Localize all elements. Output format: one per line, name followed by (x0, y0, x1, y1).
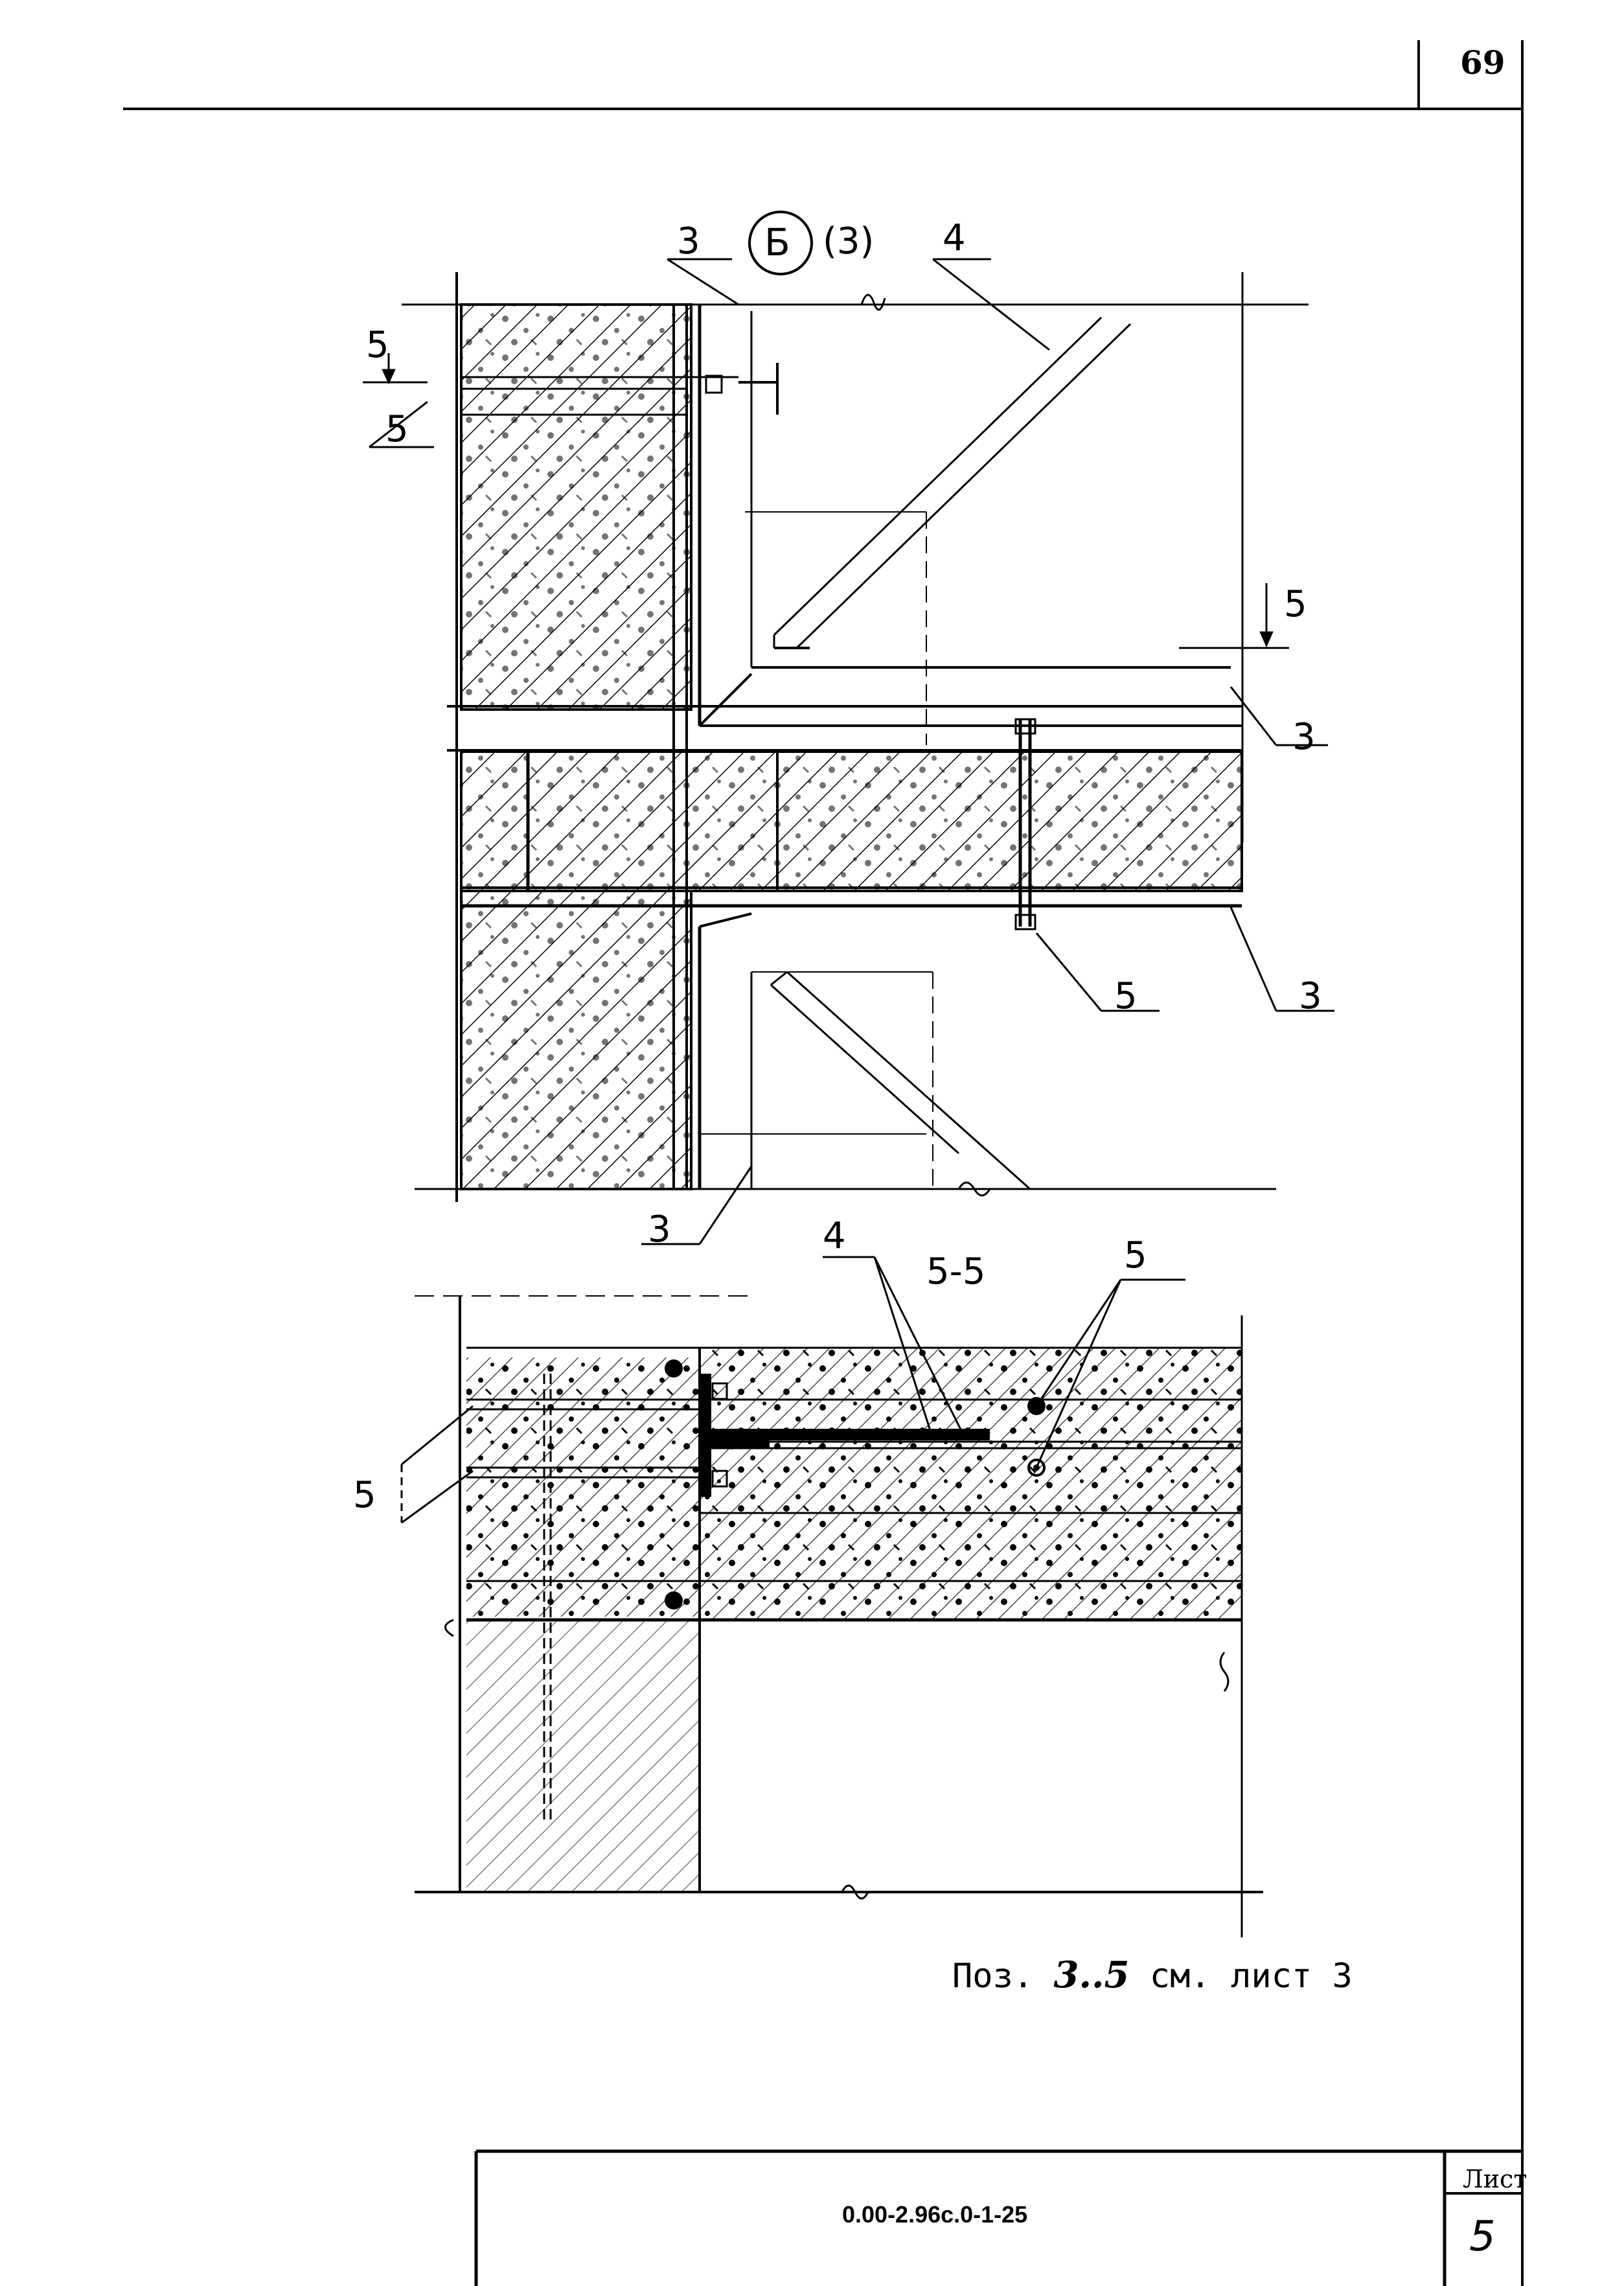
section-mark-right: 5 (1284, 583, 1307, 625)
note-suffix: см. лист 3 (1149, 1957, 1353, 1996)
node-ref: (3) (823, 220, 875, 262)
upper-left-wall-concrete (461, 305, 691, 710)
label-item-3-top: 3 (677, 220, 700, 262)
label-item-3-bottom: 3 (648, 1208, 671, 1251)
section-5-5 (400, 1256, 1263, 1937)
note-prefix: Поз. (952, 1957, 1034, 1996)
label-item-3-right-lower: 3 (1299, 975, 1322, 1017)
page-number: 69 (1460, 43, 1505, 82)
steel-angle (711, 1429, 990, 1440)
label-item-5-middle: 5 (1114, 975, 1138, 1017)
label-item-5-section-left: 5 (353, 1474, 376, 1516)
label-item-4-top: 4 (943, 217, 966, 259)
document-code: 0.00-2.96с.0-1-25 (842, 2201, 1028, 2228)
section-title: 5-5 (926, 1251, 986, 1293)
label-item-3-right-upper: 3 (1292, 716, 1316, 758)
section-mark-left: 5 (366, 324, 389, 366)
anchor-plate (698, 1374, 711, 1497)
sheet-number: 5 (1469, 2213, 1496, 2261)
note-items: 3..5 (1053, 1954, 1130, 1996)
label-item-5-section: 5 (1124, 1234, 1147, 1276)
note-text: Поз. 3..5 см. лист 3 (952, 1957, 1353, 1993)
sheet-frame (123, 40, 1524, 2286)
label-item-4-section: 4 (823, 1215, 846, 1257)
middle-beam-concrete (461, 752, 1242, 891)
sheet-label: Лист (1463, 2165, 1527, 2193)
title-block (474, 2149, 1522, 2286)
lower-left-wall-concrete (461, 891, 691, 1189)
label-item-5-left: 5 (385, 408, 409, 450)
node-letter: Б (764, 220, 790, 264)
elevation-detail (363, 211, 1334, 1245)
node-callout-circle (748, 211, 813, 275)
